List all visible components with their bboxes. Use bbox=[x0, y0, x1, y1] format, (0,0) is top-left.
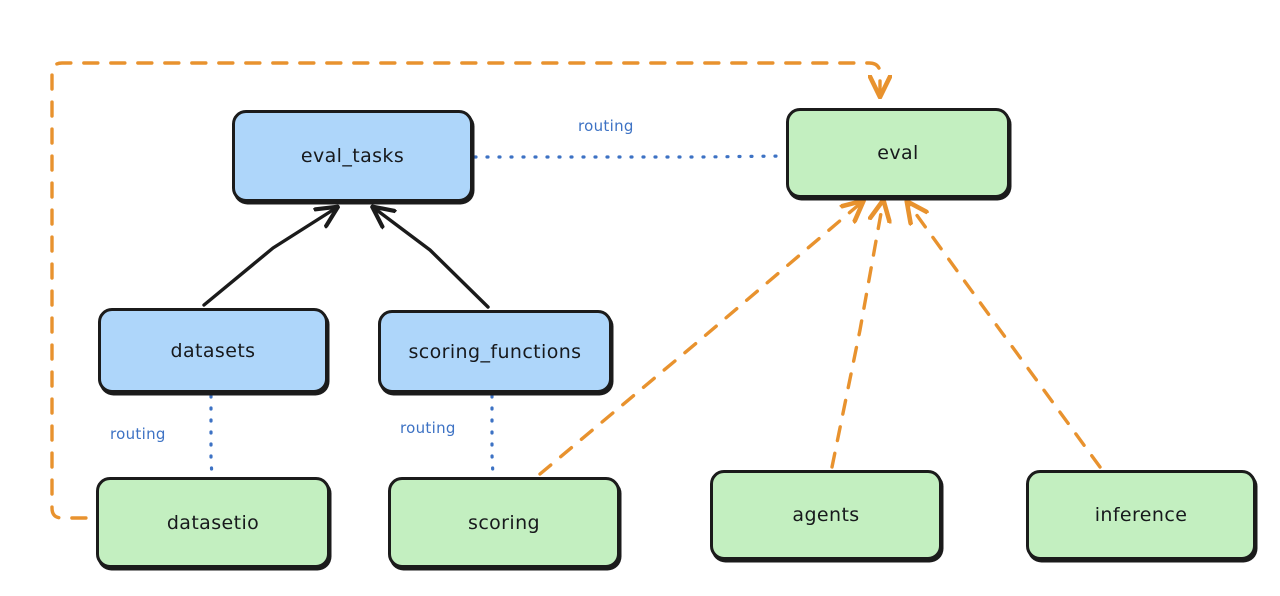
edge-datasets-to-eval-tasks bbox=[202, 208, 336, 307]
edge-label-routing-datasets-datasetio: routing bbox=[110, 425, 166, 443]
node-label-scoring-functions: scoring_functions bbox=[408, 340, 582, 363]
composition-edges bbox=[202, 208, 490, 309]
edge-datasets-to-datasetio bbox=[209, 394, 214, 478]
edge-label-routing-scoring-functions-scoring: routing bbox=[400, 419, 456, 437]
node-label-eval: eval bbox=[877, 142, 919, 164]
node-label-agents: agents bbox=[792, 504, 860, 526]
edge-label-routing-eval-tasks-eval: routing bbox=[578, 117, 634, 135]
edge-eval-tasks-to-eval bbox=[473, 154, 786, 159]
node-eval[interactable]: eval bbox=[786, 108, 1010, 198]
node-label-datasets: datasets bbox=[170, 339, 256, 362]
node-label-datasetio: datasetio bbox=[166, 511, 260, 534]
node-label-eval-tasks: eval_tasks bbox=[300, 145, 405, 167]
node-inference[interactable]: inference bbox=[1026, 470, 1256, 560]
node-datasets[interactable]: datasets bbox=[98, 308, 328, 393]
edge-inference-to-eval bbox=[908, 203, 1102, 469]
node-label-scoring: scoring bbox=[468, 511, 540, 534]
node-scoring[interactable]: scoring bbox=[388, 477, 620, 568]
node-scoring-functions[interactable]: scoring_functions bbox=[378, 310, 612, 393]
node-eval-tasks[interactable]: eval_tasks bbox=[232, 110, 473, 202]
node-label-inference: inference bbox=[1094, 504, 1188, 526]
node-agents[interactable]: agents bbox=[710, 470, 942, 560]
edge-agents-to-eval bbox=[830, 202, 883, 469]
node-datasetio[interactable]: datasetio bbox=[96, 477, 330, 568]
edge-scoring-functions-to-scoring bbox=[490, 394, 495, 478]
edge-scoring-functions-to-eval-tasks bbox=[374, 208, 490, 309]
